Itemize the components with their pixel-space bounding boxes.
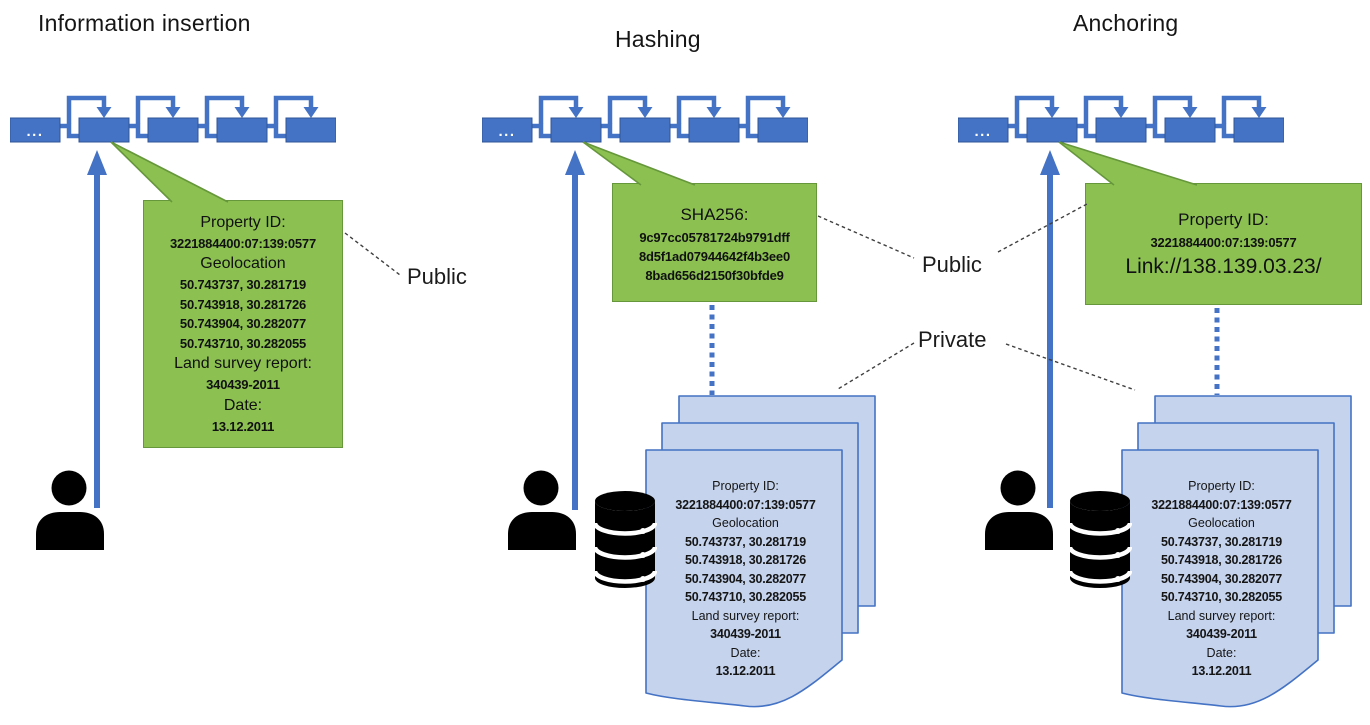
hash-line: 9c97cc05781724b9791dff xyxy=(639,229,790,245)
doc-label: Property ID: xyxy=(712,479,779,493)
callout-label: Land survey report: xyxy=(174,355,312,373)
doc-value: 50.743904, 30.282077 xyxy=(1160,571,1283,586)
panel-title: Information insertion xyxy=(38,10,251,36)
doc-label: Land survey report: xyxy=(1167,608,1276,623)
callout-label: Geolocation xyxy=(200,255,286,273)
doc-label: Land survey report: xyxy=(691,608,800,623)
doc-label: Geolocation xyxy=(712,516,779,530)
panel-title: Anchoring xyxy=(1073,10,1179,36)
person-icon xyxy=(985,470,1053,550)
document-stack xyxy=(1121,395,1352,708)
callout-value: 13.12.2011 xyxy=(211,418,275,434)
callout-value: 340439-2011 xyxy=(206,377,280,393)
person-icon xyxy=(36,470,104,550)
database-icon xyxy=(1068,491,1132,588)
ellipsis-block-label: ... xyxy=(26,123,43,140)
document-stack xyxy=(645,395,876,708)
anchor-link: Link://138.139.03.23/ xyxy=(1125,255,1322,278)
callout-value: 50.743710, 30.282055 xyxy=(179,335,307,351)
doc-value: 50.743918, 30.281726 xyxy=(1160,553,1283,567)
doc-value: 13.12.2011 xyxy=(715,664,776,678)
callout-value: 3221884400:07:139:0577 xyxy=(1150,235,1297,250)
doc-value: 340439-2011 xyxy=(1186,627,1257,641)
chain-link-arrows xyxy=(1008,95,1262,139)
private-document-text: Property ID: 3221884400:07:139:0577 Geol… xyxy=(1129,477,1314,681)
doc-label: Property ID: xyxy=(1188,479,1255,493)
database-icon xyxy=(593,491,657,588)
block-icons xyxy=(958,117,1284,143)
block-icons xyxy=(482,117,808,143)
callout-value: 3221884400:07:139:0577 xyxy=(170,235,316,251)
doc-value: 50.743710, 30.282055 xyxy=(1160,590,1283,604)
document-page-front xyxy=(645,449,843,708)
chain-arrowheads xyxy=(568,107,791,118)
doc-value: 3221884400:07:139:0577 xyxy=(675,497,816,512)
person-icon xyxy=(508,470,576,550)
callout-label: Date: xyxy=(223,396,263,414)
doc-label: Geolocation xyxy=(1188,516,1255,530)
callout-label: Property ID: xyxy=(1178,210,1269,229)
public-info-callout: Property ID: 3221884400:07:139:0577 Geol… xyxy=(143,200,343,448)
document-page-front xyxy=(1121,449,1319,708)
hash-line: 8d5f1ad07944642f4b3ee0 xyxy=(639,248,790,264)
doc-value: 50.743918, 30.281726 xyxy=(684,553,807,567)
sha256-callout: SHA256: 9c97cc05781724b9791dff 8d5f1ad07… xyxy=(612,183,817,302)
block-icons xyxy=(10,117,336,143)
chain-link-arrows xyxy=(60,95,314,139)
callout-value: 50.743904, 30.282077 xyxy=(179,316,307,332)
chain-arrowheads xyxy=(96,107,319,118)
doc-value: 50.743710, 30.282055 xyxy=(684,590,807,604)
public-label: Public xyxy=(922,252,982,277)
doc-value: 50.743904, 30.282077 xyxy=(684,571,807,586)
anchor-callout: Property ID: 3221884400:07:139:0577 Link… xyxy=(1085,183,1362,305)
blockchain-chain: ... xyxy=(482,95,808,143)
doc-value: 13.12.2011 xyxy=(1191,664,1252,678)
doc-value: 50.743737, 30.281719 xyxy=(684,534,807,549)
doc-value: 3221884400:07:139:0577 xyxy=(1151,497,1292,512)
blockchain-chain: ... xyxy=(958,95,1284,143)
private-document-text: Property ID: 3221884400:07:139:0577 Geol… xyxy=(653,477,838,681)
callout-label: Property ID: xyxy=(200,213,286,231)
doc-label: Date: xyxy=(730,645,761,660)
callout-value: 50.743918, 30.281726 xyxy=(179,296,307,312)
doc-label: Date: xyxy=(1206,645,1237,660)
chain-link-arrows xyxy=(532,95,786,139)
callout-label: SHA256: xyxy=(680,204,749,224)
blockchain-chain: ... xyxy=(10,95,336,143)
private-label: Private xyxy=(918,327,987,352)
chain-arrowheads xyxy=(1044,107,1267,118)
doc-value: 50.743737, 30.281719 xyxy=(1160,534,1283,549)
ellipsis-block-label: ... xyxy=(974,123,991,140)
ellipsis-block-label: ... xyxy=(498,123,515,140)
public-label: Public xyxy=(407,264,467,289)
doc-value: 340439-2011 xyxy=(710,627,781,641)
callout-value: 50.743737, 30.281719 xyxy=(179,277,307,293)
panel-title: Hashing xyxy=(615,26,701,52)
hash-line: 8bad656d2150f30bfde9 xyxy=(645,267,784,283)
